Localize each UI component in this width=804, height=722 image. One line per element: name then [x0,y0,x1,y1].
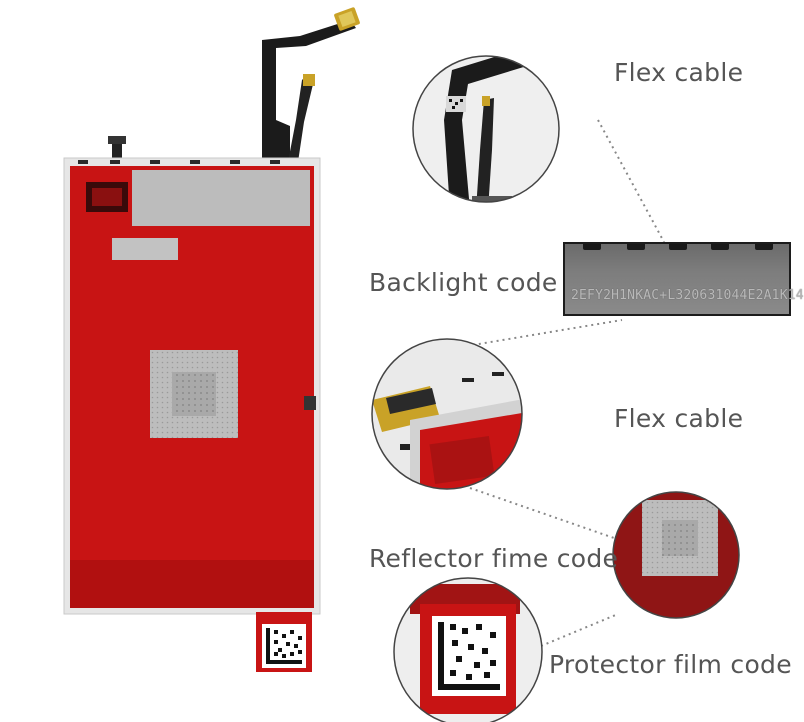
zoom-flex-cable-middle [371,338,523,490]
top-silver-strip [132,170,310,226]
flex-connector-small-icon [303,74,315,86]
dotted-line-protector [540,613,619,647]
dotted-line-reflector [469,487,615,539]
callout-dotted-lines [466,119,665,647]
main-flex-cable-side [288,76,314,162]
label-backlight-code: Backlight code [369,268,558,297]
label-flex-cable-top: Flex cable [614,58,744,87]
left-connector-icon [112,136,122,164]
dotted-line-flex-top [597,119,665,243]
zoom-reflector-code [612,491,740,619]
zoom-flex-cable-top [412,55,560,203]
dotted-line-backlight [466,319,623,347]
backlight-panel [63,7,360,672]
zoom-protector-code [393,577,543,722]
datamatrix-code-icon [266,628,302,664]
main-flex-cable [262,20,356,162]
small-silver-label [112,238,178,260]
label-protector-film-code: Protector film code [549,650,792,679]
datamatrix-code-large-icon [438,622,500,690]
label-reflector-film-code: Reflector fime code [369,544,619,573]
backlight-code-text: 2EFY2H1NKAC+L320631044E2A1K14 [571,288,804,303]
label-flex-cable-middle: Flex cable [614,404,744,433]
panel-top-notches [78,160,280,164]
backlight-code-strip: 2EFY2H1NKAC+L320631044E2A1K14 [563,242,804,316]
